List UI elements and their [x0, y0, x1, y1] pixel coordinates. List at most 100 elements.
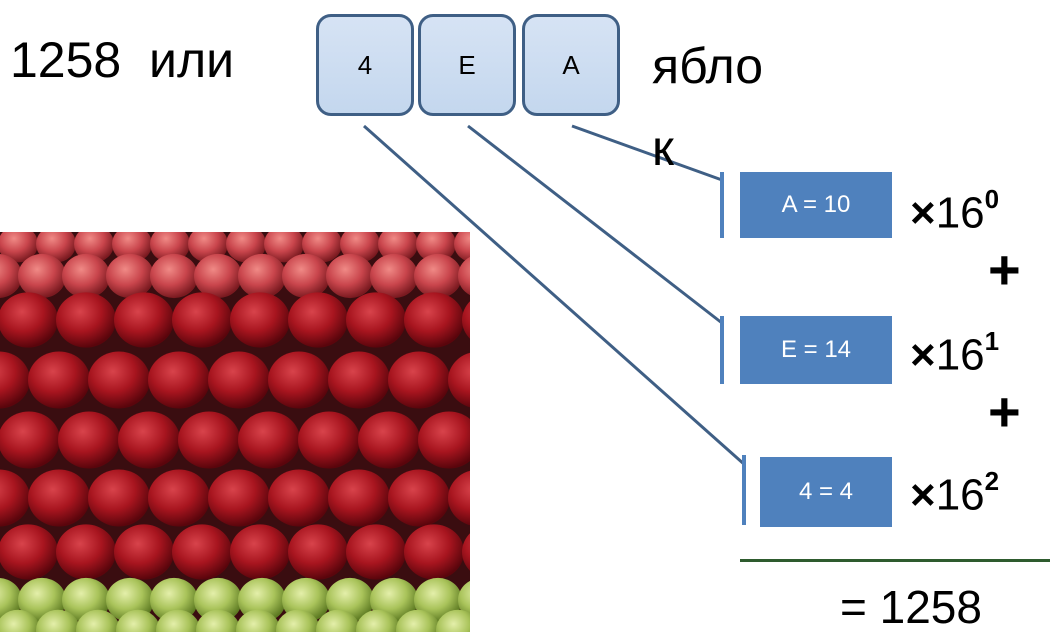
- apple: [194, 577, 242, 623]
- apple: [358, 411, 420, 469]
- apple: [230, 292, 290, 348]
- apple: [88, 351, 150, 409]
- apple: [76, 609, 120, 632]
- apple: [326, 253, 374, 299]
- apple: [106, 253, 154, 299]
- power-exponent: 2: [984, 466, 1000, 496]
- apple: [404, 292, 464, 348]
- apple: [0, 609, 40, 632]
- apples-image: [0, 232, 470, 632]
- apple: [414, 577, 462, 623]
- digit-box-4: 4: [316, 14, 414, 116]
- apple: [62, 253, 110, 299]
- apple: [172, 292, 232, 348]
- apple: [208, 469, 270, 527]
- connector-line-4: [363, 124, 746, 467]
- apple: [268, 351, 330, 409]
- apple: [208, 351, 270, 409]
- apple: [288, 524, 348, 580]
- apple: [58, 411, 120, 469]
- plus-sign-1: +: [988, 238, 1021, 301]
- term-bracket-1: [720, 316, 724, 384]
- apple: [418, 411, 470, 469]
- apple: [414, 253, 462, 299]
- apple: [0, 351, 30, 409]
- term-box-a: A = 10: [740, 172, 892, 238]
- power-base: 16: [935, 330, 985, 380]
- number-prefix: 1258 или: [10, 32, 235, 88]
- apple: [462, 533, 470, 571]
- power-base: 16: [935, 188, 985, 238]
- term-bracket-0: [720, 172, 724, 238]
- apple: [316, 609, 360, 632]
- apple: [388, 351, 450, 409]
- apples-photo: [0, 232, 470, 632]
- apple: [172, 524, 232, 580]
- apple: [458, 580, 470, 620]
- apple: [28, 351, 90, 409]
- apple: [396, 609, 440, 632]
- apple: [0, 292, 58, 348]
- apple: [0, 254, 22, 298]
- apple: [404, 524, 464, 580]
- apple: [298, 411, 360, 469]
- sum-result: = 1258: [840, 581, 982, 633]
- word-part-2: к: [652, 120, 674, 176]
- apple: [282, 253, 330, 299]
- times-sign: ×: [910, 188, 936, 238]
- power-16-1: ×161: [910, 320, 999, 381]
- apple: [178, 411, 240, 469]
- plus-sign-2: +: [988, 380, 1021, 443]
- apple: [346, 524, 406, 580]
- power-base: 16: [935, 470, 985, 520]
- word-part-1: ябло: [652, 38, 764, 94]
- power-16-2: ×162: [910, 460, 999, 521]
- connector-line-e: [467, 124, 723, 325]
- sum-rule: [740, 559, 1050, 562]
- apple: [462, 301, 470, 339]
- apple: [370, 253, 418, 299]
- apple: [356, 609, 400, 632]
- power-exponent: 0: [984, 184, 1000, 214]
- apple: [238, 577, 286, 623]
- apple: [436, 609, 470, 632]
- apple: [268, 469, 330, 527]
- term-box-e: E = 14: [740, 316, 892, 384]
- times-sign: ×: [910, 470, 936, 520]
- apple: [28, 469, 90, 527]
- apple: [230, 524, 290, 580]
- apple: [448, 352, 470, 408]
- apple: [288, 292, 348, 348]
- apple: [238, 411, 300, 469]
- apple: [328, 351, 390, 409]
- power-exponent: 1: [984, 326, 1000, 356]
- connector-line-a: [571, 124, 723, 182]
- apple: [88, 469, 150, 527]
- apple: [156, 609, 200, 632]
- apple: [18, 253, 66, 299]
- apple: [118, 411, 180, 469]
- apple: [416, 232, 456, 263]
- apple: [0, 411, 60, 469]
- term-bracket-2: [742, 455, 746, 525]
- apple: [56, 524, 116, 580]
- apple: [238, 253, 286, 299]
- digit-box-e: E: [418, 14, 516, 116]
- apple: [0, 469, 30, 527]
- apple: [56, 292, 116, 348]
- times-sign: ×: [910, 330, 936, 380]
- apple: [148, 351, 210, 409]
- apple: [448, 470, 470, 526]
- digit-box-a: A: [522, 14, 620, 116]
- apple: [114, 524, 174, 580]
- power-16-0: ×160: [910, 178, 999, 239]
- apple: [0, 232, 38, 263]
- apple: [196, 609, 240, 632]
- apple: [454, 232, 470, 263]
- apple: [276, 609, 320, 632]
- apple: [328, 469, 390, 527]
- apple: [148, 469, 210, 527]
- apple: [36, 609, 80, 632]
- apple: [150, 577, 198, 623]
